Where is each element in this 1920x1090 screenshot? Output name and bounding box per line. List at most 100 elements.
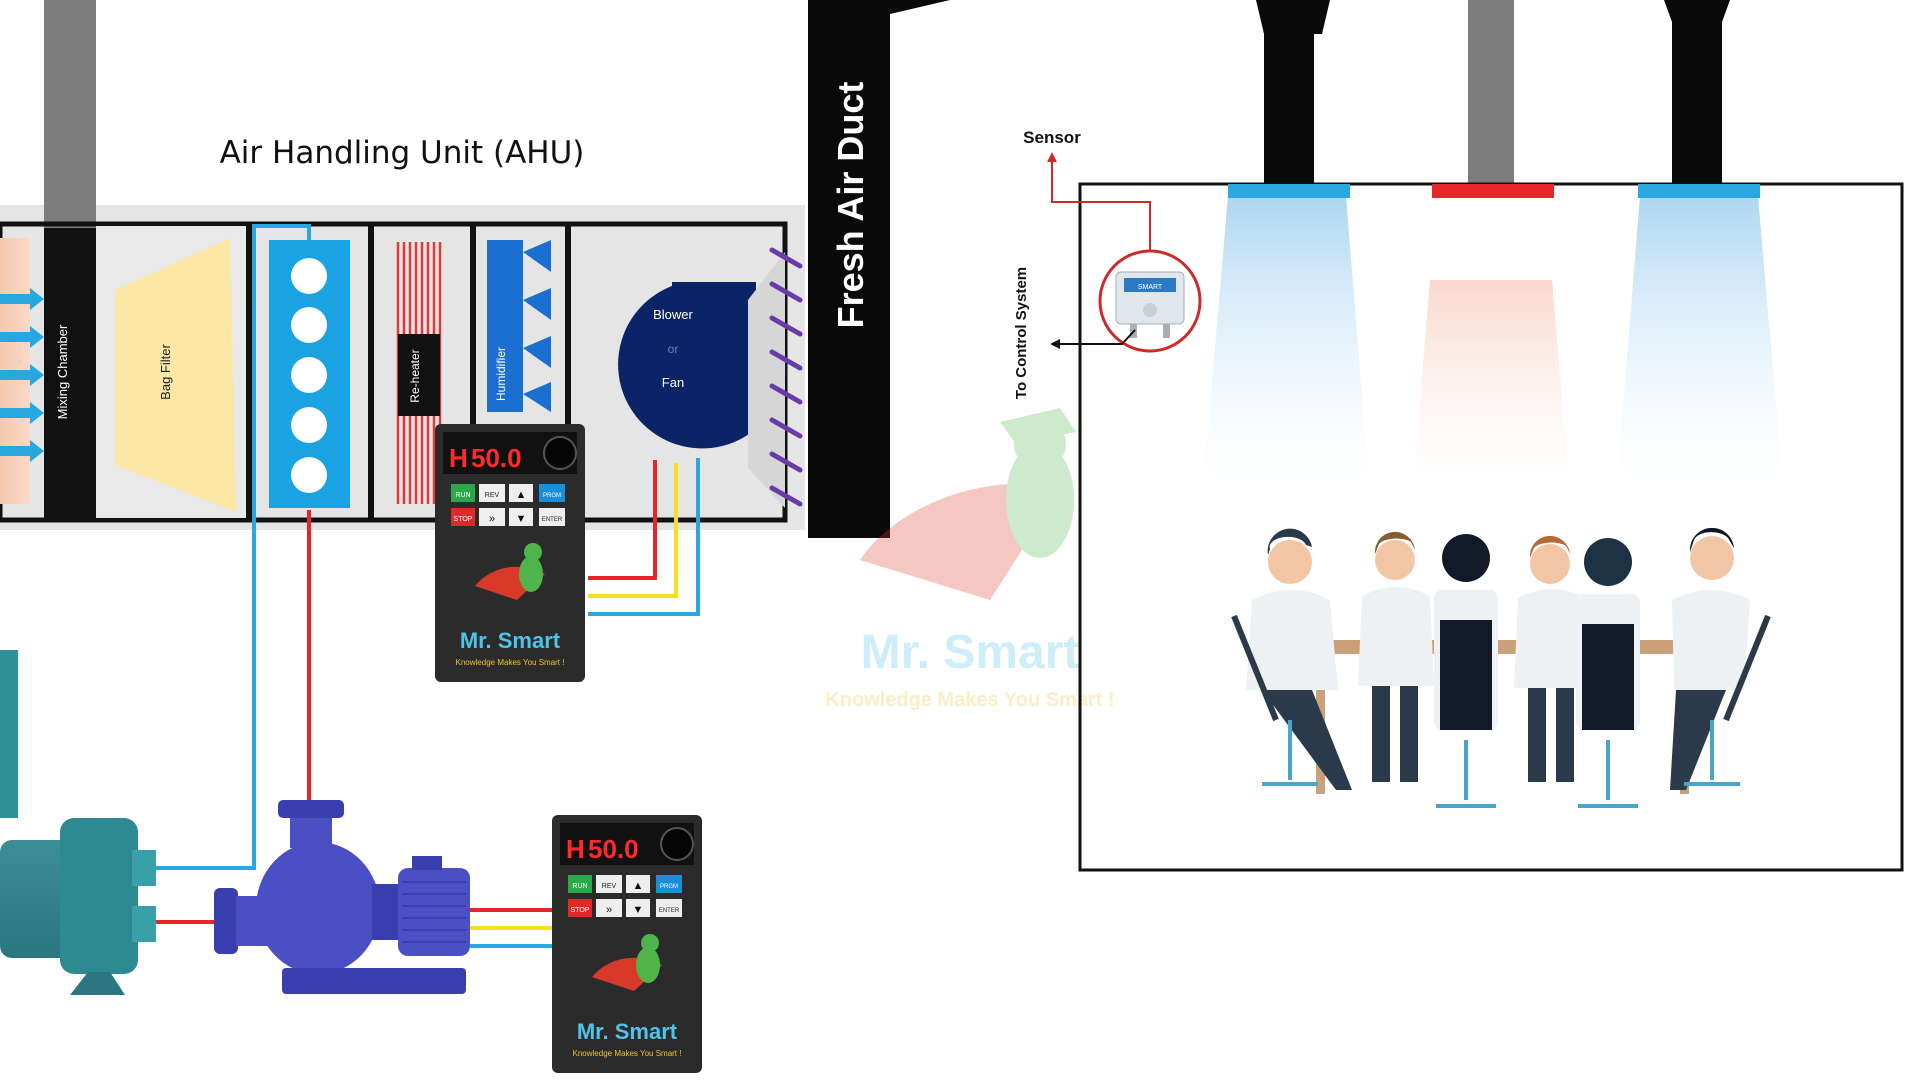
vfd-enter-button[interactable] — [656, 899, 682, 917]
watermark-tagline: Knowledge Makes You Smart ! — [825, 689, 1114, 711]
vfd-rev-button[interactable] — [479, 484, 505, 502]
sensor-probe-2 — [1163, 324, 1170, 338]
chairs — [1262, 720, 1740, 808]
pump — [214, 800, 470, 994]
diffuser-center — [1432, 184, 1554, 198]
sensor-line — [1051, 160, 1151, 251]
vfd-rev-label: REV — [602, 883, 617, 890]
wire-blue — [588, 458, 700, 616]
ahu: Mixing Chamber Bag Filter Re-heat — [0, 0, 805, 530]
vfd-brand: Mr. Smart — [577, 1019, 678, 1044]
vfd-blower: H 50.0 RUN REV ▲ PRGM STOP » ▼ ENTER Mr.… — [435, 424, 585, 682]
vfd-up-icon: ▲ — [516, 489, 527, 501]
vfd-tagline: Knowledge Makes You Smart ! — [456, 658, 565, 667]
vfd-knob[interactable] — [543, 436, 577, 470]
vfd-shift-button[interactable] — [596, 899, 622, 917]
control-arrow-icon — [1050, 339, 1060, 349]
separator-2 — [368, 224, 374, 520]
pump-inlet — [236, 896, 270, 946]
separator-1 — [246, 224, 252, 520]
airflow-right — [1614, 196, 1786, 520]
vfd-stop-label: STOP — [571, 907, 590, 914]
wire-red — [588, 460, 657, 580]
chiller — [0, 650, 156, 995]
vfd-up-icon: ▲ — [633, 880, 644, 892]
people — [1231, 527, 1771, 790]
vfd-prgm-label: PRGM — [660, 884, 678, 890]
duct-elbow — [890, 0, 950, 14]
chiller-foot — [70, 972, 125, 995]
vfd-shift-button[interactable] — [479, 508, 505, 526]
humidifier-nozzles — [523, 240, 551, 412]
blower-motor-wires — [588, 458, 700, 616]
return-air-duct — [44, 0, 96, 228]
sensor-label: Sensor — [1023, 128, 1081, 147]
reheater-bar — [398, 334, 440, 416]
duct-center — [1468, 0, 1514, 184]
chiller-nozzle-bottom — [132, 906, 156, 942]
mixing-chamber-label: Mixing Chamber — [55, 324, 70, 419]
separator-3 — [470, 224, 476, 520]
person — [1358, 531, 1434, 782]
pump-motor — [398, 868, 470, 956]
vfd-display-value: 50.0 — [471, 443, 522, 473]
vfd-down-button[interactable] — [509, 508, 533, 526]
fresh-air-duct-body — [808, 0, 890, 538]
vfd-prgm-label: PRGM — [543, 493, 561, 499]
vfd-shift-icon: » — [489, 513, 495, 525]
vfd-enter-label: ENTER — [659, 908, 680, 914]
discharge-louvers — [769, 247, 803, 507]
sensor-arrow-icon — [1047, 152, 1057, 162]
vfd-stop-button[interactable] — [568, 899, 592, 917]
vfd-down-icon: ▼ — [516, 513, 527, 525]
wire-yellow — [588, 463, 678, 598]
sensor-tag: SMART — [1138, 284, 1163, 291]
vfd-run-button[interactable] — [451, 484, 475, 502]
vfd-rev-button[interactable] — [596, 875, 622, 893]
vfd-display-value: 50.0 — [588, 834, 639, 864]
bag-filter-label: Bag Filter — [158, 344, 173, 400]
vfd-mascot-icon — [475, 543, 545, 600]
vfd-run-label: RUN — [572, 883, 587, 890]
mixing-chamber-bar — [44, 228, 96, 520]
vfd-run-label: RUN — [455, 492, 470, 499]
chiller-endcap — [60, 818, 138, 974]
watermark: Mr. Smart Knowledge Makes You Smart ! — [825, 408, 1115, 711]
supply-pipe — [155, 224, 311, 870]
ahu-title: Air Handling Unit (AHU) — [220, 135, 585, 171]
vfd-stop-button[interactable] — [451, 508, 475, 526]
vfd-prgm-button[interactable] — [656, 875, 682, 893]
vfd-up-button[interactable] — [509, 484, 533, 502]
airflow-center — [1410, 280, 1572, 520]
motor-fins — [402, 881, 466, 943]
vfd-brand: Mr. Smart — [460, 628, 561, 653]
vfd-down-icon: ▼ — [633, 904, 644, 916]
vfd-down-button[interactable] — [626, 899, 650, 917]
person — [1670, 527, 1771, 790]
vfd-prgm-button[interactable] — [539, 484, 565, 502]
blower-label-2: or — [668, 342, 679, 356]
vfd-display-prefix: H — [566, 834, 585, 864]
bag-filter-shape — [115, 238, 236, 512]
airflow-left — [1200, 196, 1372, 520]
vfd-enter-button[interactable] — [539, 508, 565, 526]
vfd-enter-label: ENTER — [542, 517, 563, 523]
control-label: To Control System — [1013, 267, 1030, 399]
vfd-up-button[interactable] — [626, 875, 650, 893]
vfd-knob[interactable] — [660, 827, 694, 861]
pump-inlet-flange — [214, 888, 238, 954]
sensor-screen — [1124, 278, 1176, 292]
person — [1514, 535, 1590, 782]
duct-right-hopper — [1664, 0, 1730, 22]
discharge-diffuser — [748, 252, 785, 508]
pump-base — [282, 968, 466, 994]
chiller-panel — [0, 650, 18, 818]
vfd-run-button[interactable] — [568, 875, 592, 893]
vfd-display-prefix: H — [449, 443, 468, 473]
control-line — [1058, 329, 1136, 345]
reheater-label: Re-heater — [408, 349, 422, 402]
watermark-mascot-icon — [860, 408, 1076, 600]
humidifier-body — [487, 240, 523, 412]
sensor-port — [1143, 303, 1157, 317]
